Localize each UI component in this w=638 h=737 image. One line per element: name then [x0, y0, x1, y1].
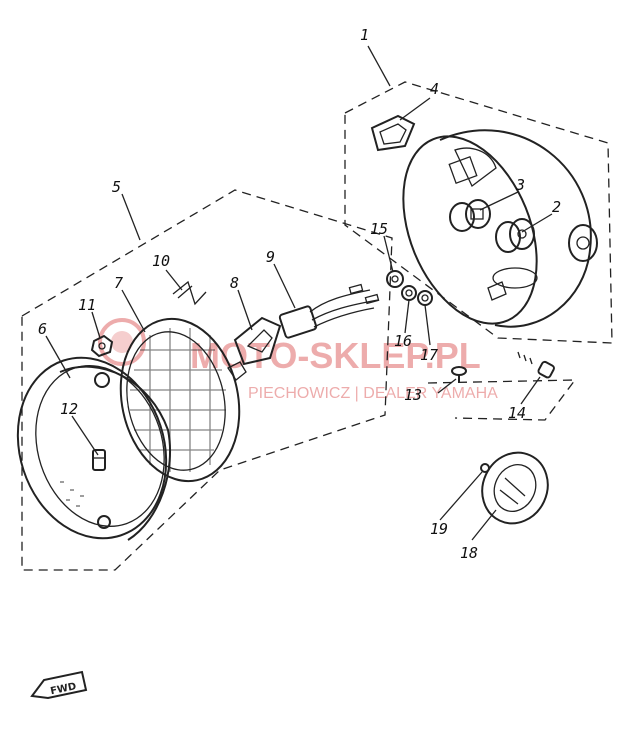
callout-2: 2 — [552, 198, 561, 216]
callout-4: 4 — [430, 80, 439, 98]
fwd-arrow-icon — [30, 670, 88, 700]
callout-labels: 1 2 3 4 5 6 7 8 9 10 11 12 13 14 15 16 1… — [38, 26, 561, 562]
callout-14: 14 — [508, 404, 526, 422]
nut-part — [90, 334, 114, 358]
callout-3: 3 — [515, 176, 525, 194]
callout-8: 8 — [230, 274, 239, 292]
watermark: MOTO-SKLEP.PL PIECHOWICZ | DEALER YAMAHA — [98, 318, 498, 402]
wire-harness-part — [278, 283, 380, 339]
headlight-body-group-outline — [344, 81, 613, 344]
mounting-boss — [568, 224, 598, 262]
reflector-screw — [480, 463, 490, 473]
washer-17 — [417, 290, 433, 306]
retaining-clip-part — [92, 449, 106, 471]
reflector-part — [481, 451, 549, 525]
callout-11: 11 — [78, 296, 96, 314]
callout-12: 12 — [60, 400, 78, 418]
callout-6: 6 — [38, 320, 47, 338]
headlight-rim-part — [16, 356, 172, 541]
screw-part — [451, 366, 467, 383]
bolt-part — [510, 350, 555, 379]
rim-lens-group-outline — [21, 189, 393, 571]
washer-16 — [401, 285, 417, 301]
watermark-title: MOTO-SKLEP.PL — [190, 335, 481, 376]
callout-13: 13 — [404, 386, 422, 404]
headlight-body — [402, 129, 592, 328]
socket-part-2 — [495, 218, 535, 253]
housing-hardware-outline — [427, 379, 577, 421]
leader-lines — [45, 45, 553, 541]
callout-7: 7 — [114, 274, 123, 292]
grommet-part — [370, 114, 416, 152]
callout-9: 9 — [266, 248, 275, 266]
callout-1: 1 — [360, 26, 369, 44]
fwd-label: FWD — [49, 681, 77, 697]
socket-part-3 — [449, 199, 491, 232]
watermark-logo-icon — [98, 318, 146, 366]
callout-17: 17 — [420, 346, 438, 364]
callout-16: 16 — [394, 332, 412, 350]
fwd-direction-arrow: FWD — [30, 670, 88, 700]
sealed-beam-lens — [119, 317, 247, 483]
watermark-subtitle: PIECHOWICZ | DEALER YAMAHA — [248, 385, 498, 402]
callout-10: 10 — [152, 252, 170, 270]
callout-18: 18 — [460, 544, 478, 562]
callout-5: 5 — [112, 178, 121, 196]
washer-15 — [386, 270, 404, 288]
rubber-boot-part — [233, 316, 282, 366]
callout-15: 15 — [370, 220, 388, 238]
callout-19: 19 — [430, 520, 448, 538]
